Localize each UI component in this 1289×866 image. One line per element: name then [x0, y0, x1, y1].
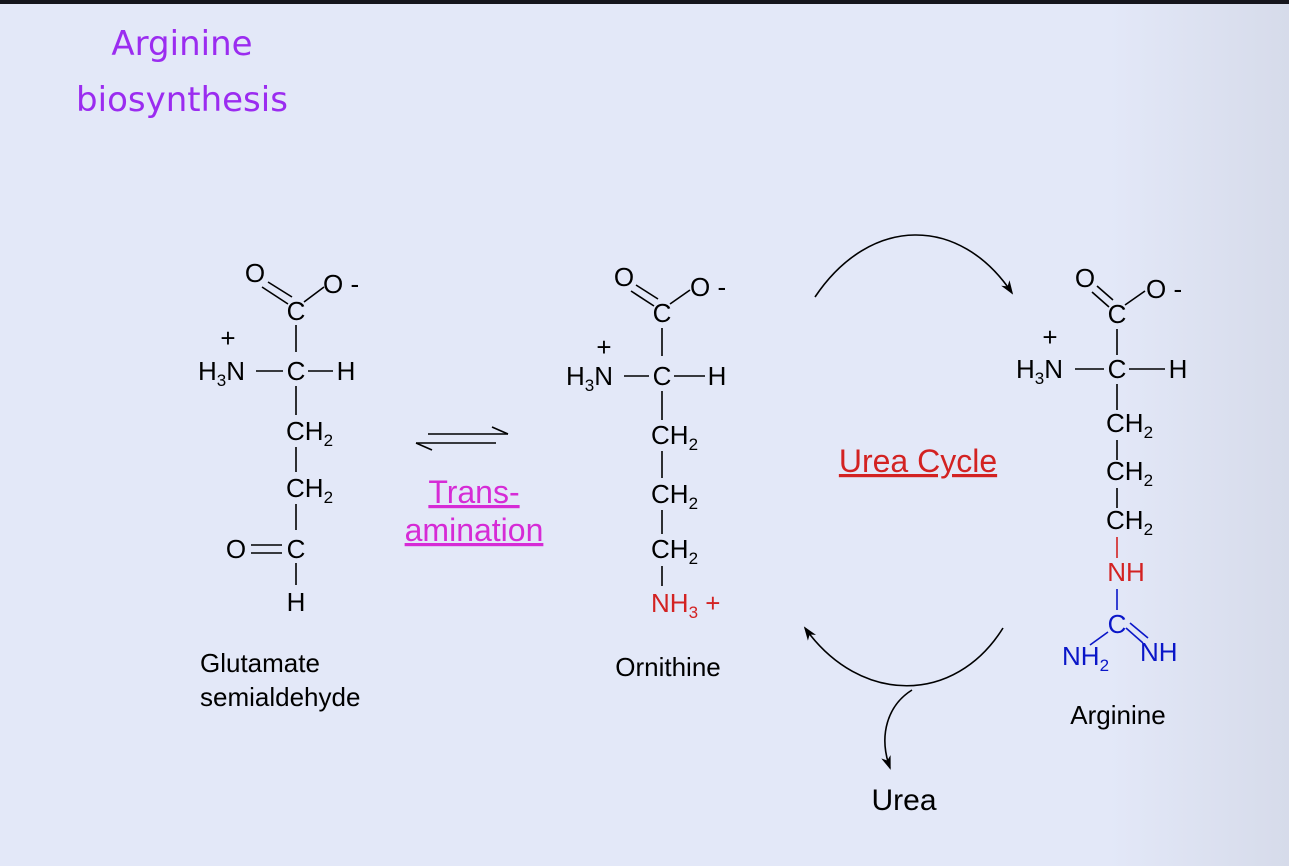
methylene-2: CH2	[286, 473, 333, 507]
methylene-3: CH2	[1106, 505, 1153, 539]
cycle-arrow-bottom	[803, 626, 1004, 687]
amine-group: H3N	[198, 356, 245, 390]
amine-group: H3N	[566, 361, 613, 395]
slide-title-line2: biosynthesis	[76, 80, 288, 120]
urea-release-arrow	[881, 689, 913, 770]
alpha-carbon: C	[1108, 354, 1127, 384]
ornithine-structure: O O - C + H3N C H CH2 CH2 CH2 NH3 +	[566, 262, 726, 622]
carboxyl-oxygen: O	[1075, 263, 1095, 293]
urea-label: Urea	[871, 784, 936, 817]
urea-cycle-link[interactable]: Urea Cycle	[839, 443, 997, 479]
alpha-hydrogen: H	[337, 356, 356, 386]
ammonium-group: NH3 +	[651, 588, 720, 622]
aldehyde-oxygen: O	[226, 534, 246, 564]
glutamate-semialdehyde-label-line2: semialdehyde	[200, 682, 360, 712]
guanidino-carbon: C	[1108, 609, 1127, 639]
ornithine-label: Ornithine	[615, 652, 721, 682]
arginine-label: Arginine	[1070, 700, 1165, 730]
methylene-1: CH2	[286, 416, 333, 450]
carboxyl-carbon: C	[287, 296, 306, 326]
guanidino-nh2: NH2	[1062, 641, 1109, 675]
cycle-arrow-top	[814, 234, 1014, 298]
transamination-link-line2[interactable]: amination	[405, 512, 544, 548]
amine-group: H3N	[1016, 354, 1063, 388]
carboxyl-oxygen: O	[245, 258, 265, 288]
glutamate-semialdehyde-label-line1: Glutamate	[200, 648, 320, 678]
carboxyl-carbon: C	[653, 298, 672, 328]
methylene-3: CH2	[651, 534, 698, 568]
amine-charge: +	[220, 323, 235, 353]
alpha-carbon: C	[287, 356, 306, 386]
guanidino-nh: NH	[1107, 557, 1145, 587]
alpha-hydrogen: H	[708, 361, 727, 391]
methylene-1: CH2	[1106, 408, 1153, 442]
arginine-structure: O O - C + H3N C H CH2 CH2 CH2 NH C NH2 N…	[1016, 263, 1187, 675]
urea-cycle-arrows	[803, 234, 1014, 770]
carboxylate-oxygen: O -	[323, 269, 359, 299]
carboxyl-oxygen: O	[614, 262, 634, 292]
amine-charge: +	[596, 332, 611, 362]
guanidino-imine: NH	[1140, 637, 1178, 667]
glutamate-semialdehyde-structure: O O - C + H3N C H CH2 CH2 O C H	[198, 258, 359, 617]
aldehyde-hydrogen: H	[287, 587, 306, 617]
slide-title-line1: Arginine	[111, 24, 253, 64]
alpha-carbon: C	[653, 361, 672, 391]
alpha-hydrogen: H	[1169, 354, 1188, 384]
carboxylate-oxygen: O -	[1146, 274, 1182, 304]
transamination-link-line1[interactable]: Trans-	[428, 474, 519, 510]
top-border	[0, 0, 1289, 4]
methylene-2: CH2	[1106, 456, 1153, 490]
slide-title: Arginine biosynthesis	[52, 16, 312, 128]
methylene-2: CH2	[651, 479, 698, 513]
carboxylate-oxygen: O -	[690, 272, 726, 302]
methylene-1: CH2	[651, 420, 698, 454]
aldehyde-carbon: C	[287, 534, 306, 564]
amine-charge: +	[1042, 322, 1057, 352]
carboxyl-carbon: C	[1108, 299, 1127, 329]
equilibrium-arrows	[415, 426, 509, 451]
